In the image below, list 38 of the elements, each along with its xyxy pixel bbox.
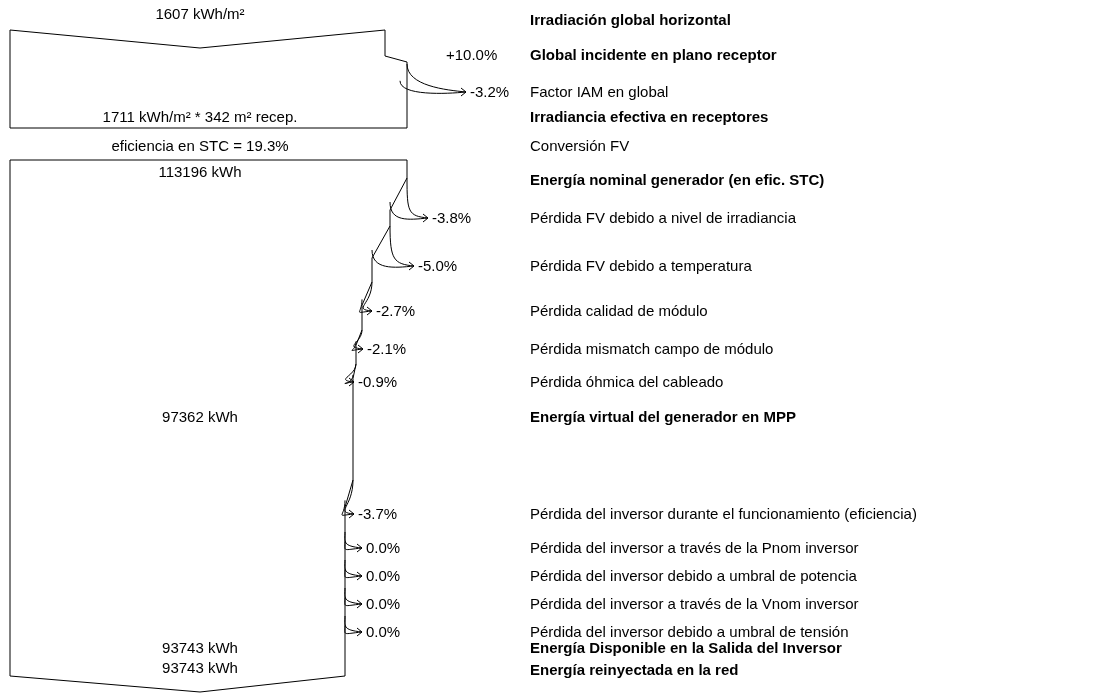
loss-label: Pérdida del inversor a través de la Pnom inversor <box>530 539 859 557</box>
loss-label: Pérdida calidad de módulo <box>530 302 708 320</box>
step-label: Irradiancia efectiva en receptores <box>530 108 769 126</box>
value-label: 113196 kWh <box>158 163 242 181</box>
percent-label: +10.0% <box>446 46 498 64</box>
percent-label: 0.0% <box>366 539 401 557</box>
percent-label: -0.9% <box>358 373 398 391</box>
percent-label: -2.7% <box>376 302 416 320</box>
loss-label: Pérdida FV debido a temperatura <box>530 257 752 275</box>
loss-label: Pérdida del inversor debido a umbral de tensión <box>530 623 849 641</box>
value-label: 93743 kWh <box>162 659 238 677</box>
loss-label: Pérdida óhmica del cableado <box>530 373 724 391</box>
percent-label: -2.1% <box>367 340 407 358</box>
step-label: Energía reinyectada en la red <box>530 661 739 679</box>
loss-label: Factor IAM en global <box>530 83 669 101</box>
step-label: Global incidente en plano receptor <box>530 46 777 64</box>
step-label: Energía virtual del generador en MPP <box>530 408 796 426</box>
percent-label: -5.0% <box>418 257 458 275</box>
loss-label: Pérdida del inversor durante el funcionamiento (eficiencia) <box>530 505 917 523</box>
loss-label: Pérdida mismatch campo de módulo <box>530 340 774 358</box>
value-label: 1607 kWh/m² <box>155 5 245 23</box>
percent-label: -3.2% <box>470 83 510 101</box>
loss-label: Pérdida FV debido a nivel de irradiancia <box>530 209 796 227</box>
step-label: Energía nominal generador (en efic. STC) <box>530 171 825 189</box>
percent-label: 0.0% <box>366 595 401 613</box>
percent-label: 0.0% <box>366 623 401 641</box>
value-label: eficiencia en STC = 19.3% <box>111 137 289 155</box>
loss-label: Pérdida del inversor debido a umbral de potencia <box>530 567 857 585</box>
value-label: 97362 kWh <box>162 408 238 426</box>
loss-label: Pérdida del inversor a través de la Vnom inversor <box>530 595 859 613</box>
percent-label: 0.0% <box>366 567 401 585</box>
step-label: Energía Disponible en la Salida del Inversor <box>530 639 842 657</box>
step-label: Conversión FV <box>530 137 630 155</box>
step-label: Irradiación global horizontal <box>530 11 731 29</box>
percent-label: -3.7% <box>358 505 398 523</box>
value-label: 93743 kWh <box>162 639 238 657</box>
percent-label: -3.8% <box>432 209 472 227</box>
value-label: 1711 kWh/m² * 342 m² recep. <box>102 108 298 126</box>
